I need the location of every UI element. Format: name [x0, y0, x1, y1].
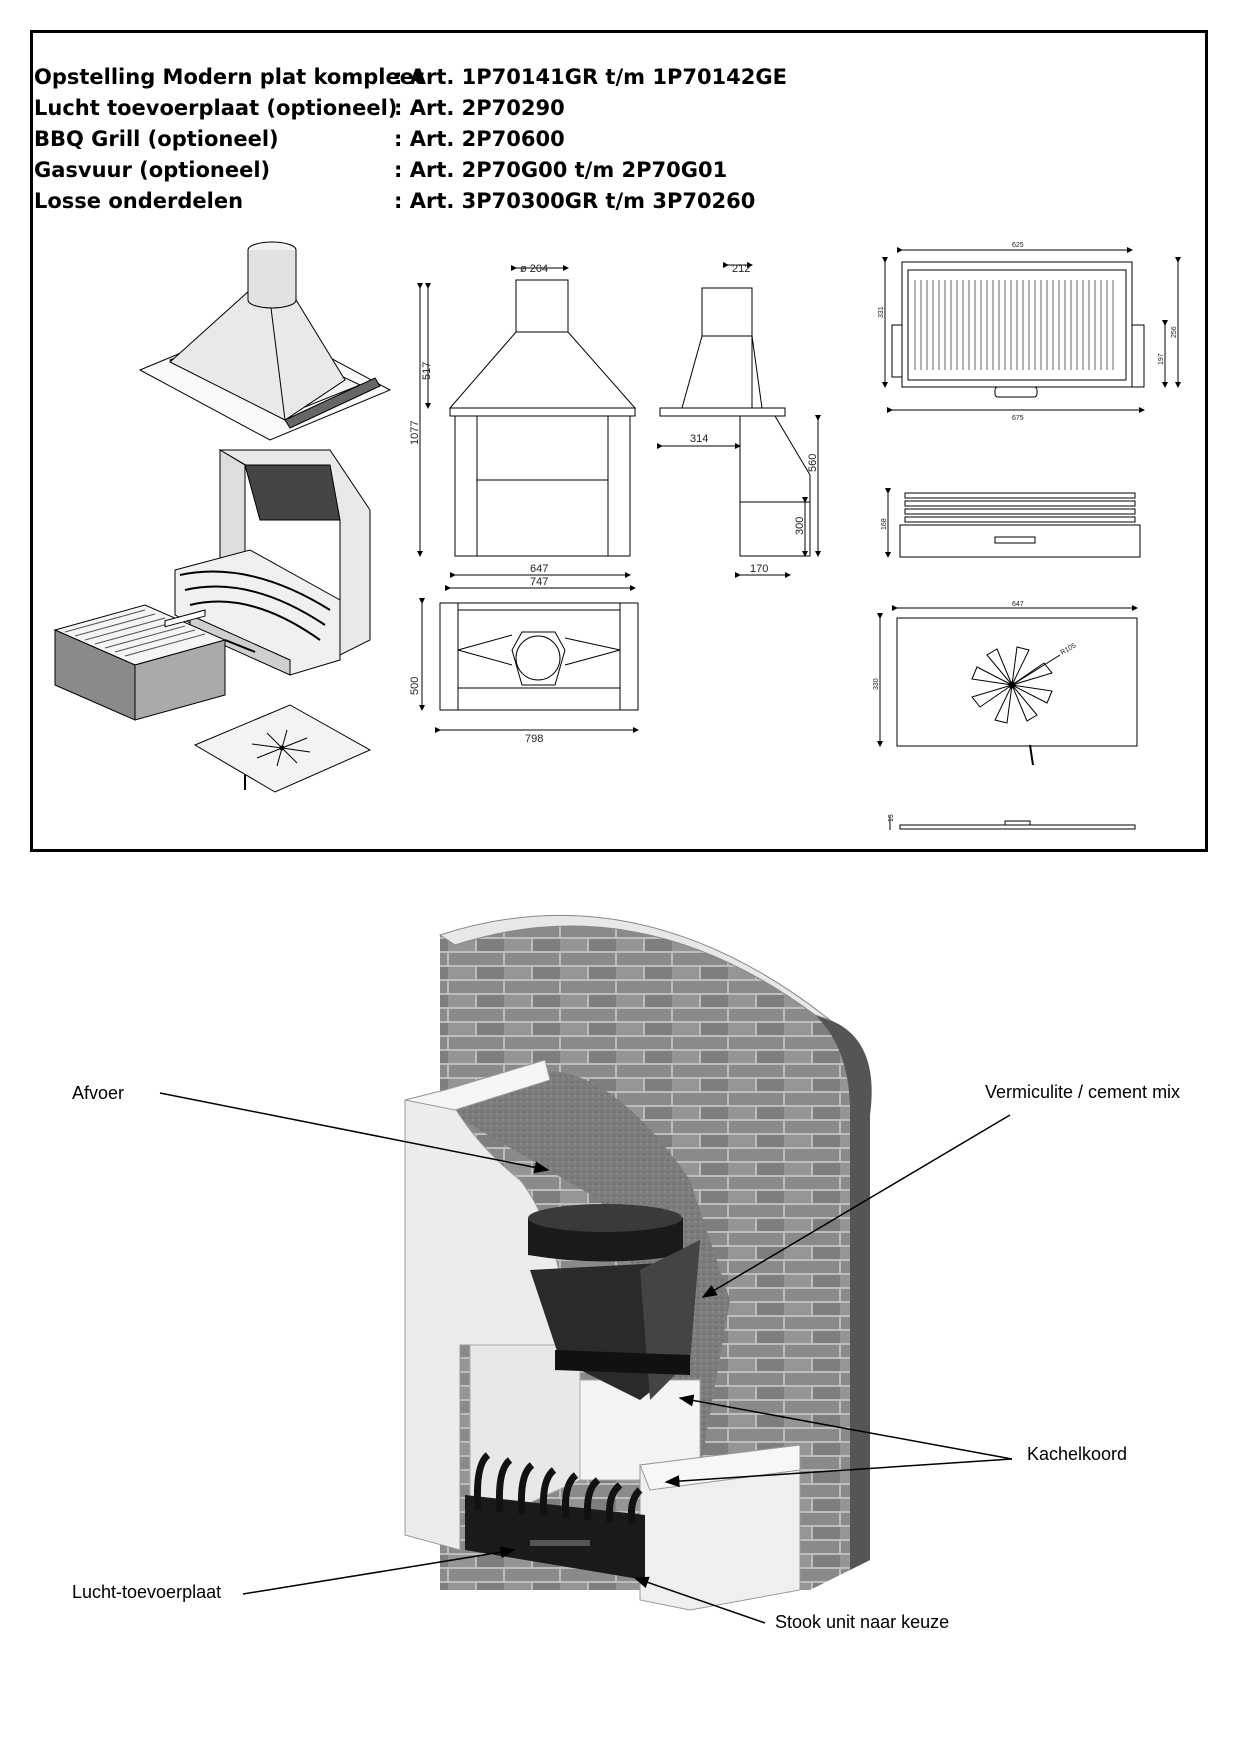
- spec-value: : Art. 3P70300GR t/m 3P70260: [394, 189, 756, 213]
- spec-row: Losse onderdelen : Art. 3P70300GR t/m 3P7…: [34, 186, 755, 216]
- grate-slats: [914, 280, 1114, 370]
- spec-label: Losse onderdelen: [34, 189, 244, 213]
- plate-side-view-drawing: [889, 815, 1136, 830]
- dim-grate-side-height: 168: [881, 518, 888, 530]
- dim-front-hood-height: 517: [421, 362, 433, 380]
- dim-plate-thickness: 15: [888, 814, 895, 822]
- spec-label: Gasvuur (optioneel): [34, 158, 271, 182]
- black-hood: [528, 1204, 700, 1400]
- technical-drawings: ø 204 517 1077 647 747 212 314 560 300 1…: [53, 241, 1181, 830]
- spec-value: : Art. 1P70141GR t/m 1P70142GE: [394, 65, 787, 89]
- dim-side-bottom: 170: [750, 563, 768, 575]
- callout-afvoer: Afvoer: [72, 1083, 125, 1103]
- spec-value: : Art. 2P70290: [394, 96, 565, 120]
- dim-side-depth: 314: [690, 433, 708, 445]
- spec-value: : Art. 2P70G00 t/m 2P70G01: [394, 158, 728, 182]
- spec-label: Lucht toevoerplaat (optioneel): [34, 96, 398, 120]
- side-elevation-drawing: [657, 262, 821, 578]
- vermiculite-mix: [445, 1070, 730, 1470]
- callout-vermiculite: Vermiculite / cement mix: [985, 1082, 1181, 1102]
- firebox-back-wall: [469, 1344, 581, 1531]
- dim-side-base: 300: [794, 517, 806, 535]
- iso-firebox-drawing: [174, 449, 371, 676]
- callout-stook-unit: Stook unit naar keuze: [775, 1612, 950, 1632]
- grate-side-view-drawing: [885, 488, 1141, 558]
- iso-air-plate-drawing: [193, 704, 372, 793]
- right-surround: [639, 1444, 801, 1611]
- spec-value: : Art. 2P70600: [394, 127, 565, 151]
- dim-grate-bottom-width: 675: [1012, 415, 1024, 422]
- iso-hood-drawing: [138, 241, 392, 441]
- brick-wall: [438, 914, 872, 1590]
- grate-top-view-drawing: [882, 247, 1181, 413]
- dim-top-width: 798: [525, 733, 543, 745]
- dim-grate-right-outer: 256: [1171, 326, 1178, 338]
- dim-grate-left: 331: [878, 306, 885, 318]
- stoking-unit: [465, 1452, 645, 1580]
- spec-row: BBQ Grill (optioneel) : Art. 2P70600: [34, 124, 565, 154]
- dim-top-depth: 500: [409, 677, 421, 695]
- dim-grate-right-inner: 197: [1158, 353, 1165, 365]
- spec-row: Opstelling Modern plat kompleet: Art. 1P…: [34, 62, 787, 92]
- left-surround: [404, 1059, 571, 1551]
- plate-top-view-drawing: [877, 605, 1138, 766]
- spec-label: Opstelling Modern plat kompleet: [34, 65, 424, 89]
- callout-lucht-toevoerplaat: Lucht-toevoerplaat: [72, 1582, 222, 1602]
- spec-sheet-frame: [30, 30, 1208, 852]
- spec-row: Lucht toevoerplaat (optioneel): Art. 2P7…: [34, 93, 565, 123]
- iso-grate-bars: [179, 570, 331, 641]
- dim-plate-depth: 330: [873, 678, 880, 690]
- front-elevation-drawing: [417, 265, 637, 591]
- spec-label: BBQ Grill (optioneel): [34, 127, 279, 151]
- dim-front-flue: ø 204: [520, 263, 548, 275]
- dim-side-flue: 212: [732, 263, 750, 275]
- callout-kachelkoord: Kachelkoord: [1027, 1444, 1128, 1464]
- top-view-drawing: [419, 598, 639, 733]
- dim-front-inner-width: 647: [530, 563, 548, 575]
- firebox-rear-panel: [579, 1379, 701, 1481]
- dim-plate-width: 647: [1012, 601, 1024, 608]
- dim-front-outer-width: 747: [530, 576, 548, 588]
- dim-grate-top-width: 625: [1012, 242, 1024, 249]
- spec-row: Gasvuur (optioneel) : Art. 2P70G00 t/m 2P…: [34, 155, 727, 185]
- iso-bbq-grill-drawing: [53, 604, 227, 721]
- dim-side-lower: 560: [807, 454, 819, 472]
- dim-front-total-height: 1077: [409, 421, 421, 445]
